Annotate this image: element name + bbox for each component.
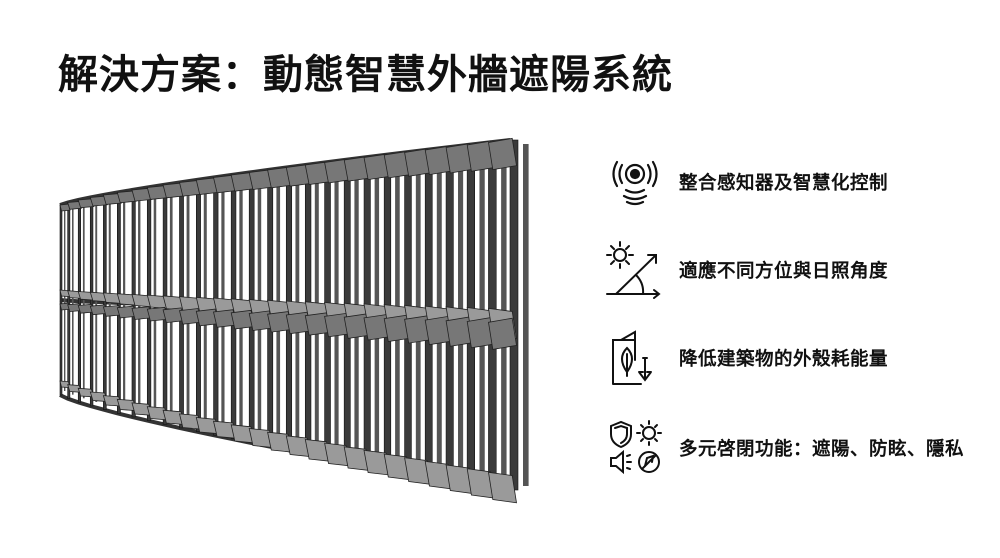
facade-louver xyxy=(77,198,95,209)
feature-label: 適應不同方位與日照角度 xyxy=(679,261,889,282)
facade-louver xyxy=(59,203,71,212)
facade-post xyxy=(82,204,85,399)
facade-post xyxy=(59,204,63,396)
feature-item-sun-angle: 適應不同方位與日照角度 xyxy=(603,238,888,302)
facade-louver xyxy=(488,471,517,504)
sensor-camera-icon xyxy=(603,150,667,214)
facade-post xyxy=(77,199,81,403)
feature-item-multifunction: 多元啓閉功能：遮陽、防眩、隱私 xyxy=(603,416,964,480)
shield-sun-sound-privacy-icon xyxy=(603,416,667,480)
facade-post xyxy=(64,209,66,391)
dynamic-facade-illustration xyxy=(59,137,529,504)
feature-item-energy: 降低建築物的外殼耗能量 xyxy=(603,326,888,390)
feature-label: 整合感知器及智慧化控制 xyxy=(679,173,889,194)
building-leaf-energy-down-icon xyxy=(603,326,667,390)
facade-post xyxy=(72,206,74,395)
facade-louver xyxy=(102,193,123,205)
page-title: 解決方案：動態智慧外牆遮陽系統 xyxy=(58,52,673,98)
facade-louver xyxy=(67,201,82,210)
facade-post xyxy=(95,201,98,402)
facade-post xyxy=(523,144,529,486)
facade-post xyxy=(67,202,71,399)
feature-label: 多元啓閉功能：遮陽、防眩、隱私 xyxy=(679,439,965,460)
facade-louver xyxy=(89,195,108,207)
facade-louver xyxy=(488,137,517,171)
feature-label: 降低建築物的外殼耗能量 xyxy=(679,349,889,370)
facade-louver xyxy=(488,317,517,350)
facade-post xyxy=(89,197,94,407)
sun-angle-icon xyxy=(603,238,667,302)
feature-item-sensor: 整合感知器及智慧化控制 xyxy=(603,150,888,214)
